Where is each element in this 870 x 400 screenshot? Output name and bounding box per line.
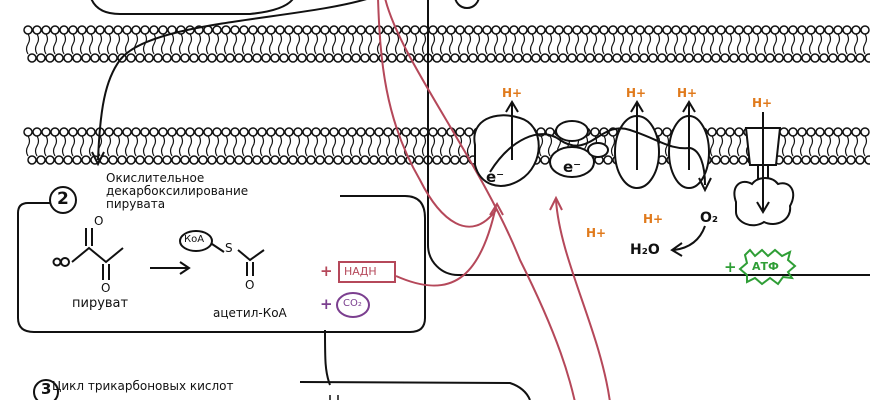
top-box-edge <box>90 0 294 15</box>
arrow-to-stage-3-down <box>329 395 339 400</box>
proton-label-6: H+ <box>643 212 664 226</box>
membranes <box>23 25 870 165</box>
pyruvate-structure <box>52 228 124 280</box>
stage-2-number-circle <box>49 186 77 214</box>
oxygen-label-3: O <box>245 278 255 292</box>
complex-2 <box>549 120 609 178</box>
step-1-circle <box>454 0 480 9</box>
outer-membrane <box>23 25 870 63</box>
nadh-box <box>338 261 396 283</box>
proton-label-1: H+ <box>502 86 523 100</box>
atp-label: АТФ <box>752 260 779 273</box>
arrow-to-stage-3 <box>324 329 331 386</box>
co2-label: CO₂ <box>343 298 362 309</box>
reaction-arrow <box>150 261 191 275</box>
stage-2-box <box>17 195 426 333</box>
matrix-box <box>427 0 870 276</box>
atp-badge <box>738 248 797 286</box>
stage-3-title: Цикл трикарбоновых кислот <box>52 379 234 393</box>
stage-3-number: 3 <box>41 380 52 398</box>
acetyl-coa-structure <box>179 230 265 276</box>
electron-label-2: e⁻ <box>563 158 582 176</box>
water-label: H₂O <box>630 242 660 258</box>
atp-plus: + <box>724 258 737 276</box>
arrow-to-stage-2-head <box>91 151 105 167</box>
proton-label-4: H+ <box>752 96 773 110</box>
electron-label-1: e⁻ <box>486 168 505 186</box>
oxygen-label-1: O <box>94 214 104 228</box>
proton-label-5: H+ <box>586 226 607 240</box>
inner-membrane <box>23 127 870 165</box>
oxygen-label-2: O <box>101 281 111 295</box>
pyruvate-label: пируват <box>72 296 129 311</box>
proton-label-3: H+ <box>677 86 698 100</box>
electron-path <box>489 127 706 186</box>
nadh-label: НАДН <box>344 265 377 278</box>
co2-circle <box>336 292 370 318</box>
nadh-arrows <box>377 0 611 400</box>
proton-pump-arrows <box>505 100 770 214</box>
arrow-to-stage-2 <box>97 0 367 161</box>
oxygen-molecule-label: O₂ <box>700 210 719 226</box>
electron-path-head <box>698 177 712 193</box>
sulfur-label: S <box>225 241 233 255</box>
nadh-plus: + <box>320 262 333 280</box>
stage-2-number: 2 <box>57 189 69 209</box>
proton-label-2: H+ <box>626 86 647 100</box>
stage-3-number-circle <box>33 379 59 400</box>
co2-plus: + <box>320 295 333 313</box>
stage-2-title: Окислительное декарбоксилирование пирува… <box>106 171 249 211</box>
acetyl-coa-label: ацетил-КоА <box>213 306 287 320</box>
oxygen-arrow <box>670 225 706 257</box>
koa-label: КоА <box>184 234 205 245</box>
